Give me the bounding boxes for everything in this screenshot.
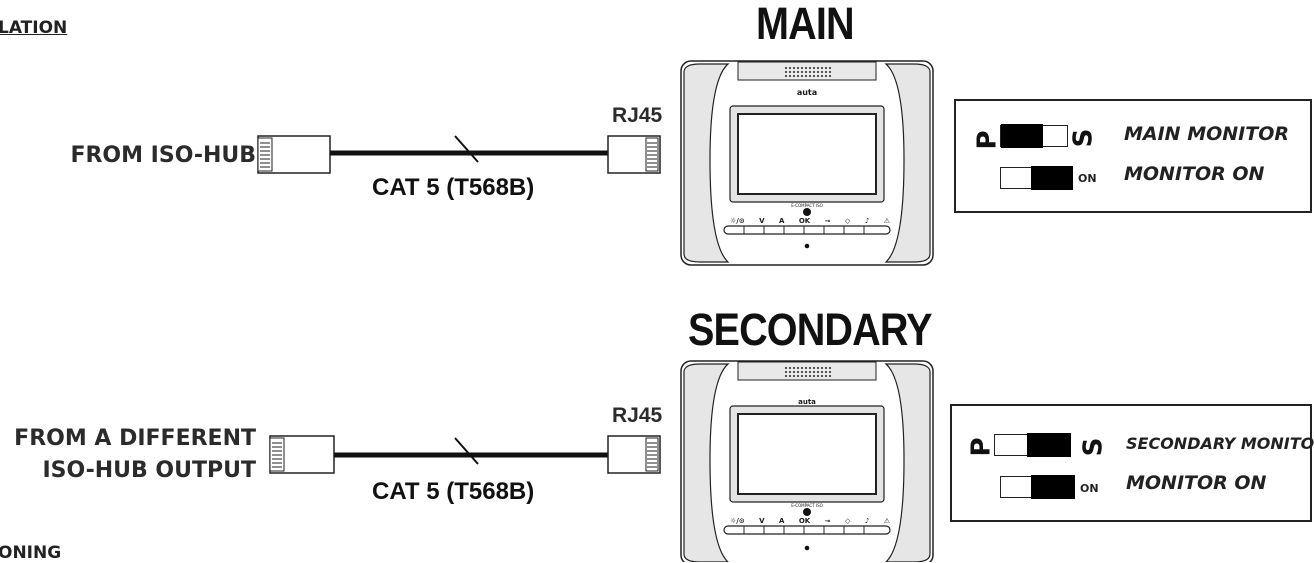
secondary-monitor-button-music-label: ♪ (864, 517, 870, 525)
secondary-monitor-button-ok-label: OK (798, 517, 811, 525)
secondary-monitor: auta E-COMPACT ISO ☼/⊙ V A OK ⊸ ◇ ♪ ⚠ (680, 360, 934, 562)
secondary-switch-row1-description: SECONDARY MONITOR (1126, 434, 1314, 453)
secondary-cable-label: CAT 5 (T568B) (372, 478, 535, 505)
main-monitor-button-bell-label: ⚠ (883, 217, 890, 225)
secondary-switch-p-letter: P (966, 437, 997, 457)
main-left-plug-icon (257, 135, 331, 174)
secondary-monitor-button-down-label: V (759, 517, 765, 525)
main-cable-label: CAT 5 (T568B) (372, 174, 535, 201)
main-rj45-plug-icon (607, 135, 661, 174)
main-monitor-button-up-label: A (779, 217, 785, 225)
main-monitor-button-eye-label: ◇ (844, 217, 851, 225)
secondary-source-label-line2: ISO-HUB OUTPUT (42, 458, 256, 483)
main-monitor-button-labels: ☼/⊙ V A OK ⊸ ◇ ♪ ⚠ (730, 217, 890, 225)
main-monitor-button-power-label: ☼/⊙ (730, 217, 745, 225)
main-dip-switch-2-knob (1031, 166, 1073, 190)
secondary-dip-switch-2[interactable] (1000, 475, 1075, 499)
secondary-dip-switch-2-knob (1031, 475, 1075, 499)
main-monitor-button-down-label: V (759, 217, 765, 225)
secondary-title: SECONDARY (688, 304, 933, 355)
secondary-left-plug-icon (269, 435, 335, 474)
secondary-source-label-line1: FROM A DIFFERENT (14, 426, 256, 451)
main-cable-slash (454, 135, 479, 163)
main-dip-switch-1[interactable] (1000, 124, 1068, 148)
main-cable-diagram (257, 135, 661, 174)
main-monitor-button-ok-label: OK (798, 217, 811, 225)
main-monitor-button-music-label: ♪ (864, 217, 870, 225)
main-monitor-button-key-label: ⊸ (824, 217, 831, 225)
secondary-monitor-brand: auta (798, 398, 816, 406)
main-switch-p-letter: P (972, 130, 1003, 150)
main-switch-panel: P S MAIN MONITOR ON MONITOR ON (954, 99, 1312, 213)
main-monitor-brand: auta (796, 88, 818, 97)
secondary-monitor-button-key-label: ⊸ (824, 517, 831, 525)
main-switch-s-letter: S (1068, 128, 1099, 148)
secondary-monitor-button-power-label: ☼/⊙ (730, 517, 745, 525)
secondary-connector-label: RJ45 (612, 404, 663, 427)
secondary-monitor-button-bell-label: ⚠ (883, 517, 890, 525)
secondary-monitor-model: E-COMPACT ISO (791, 503, 823, 508)
main-dip-switch-2[interactable] (1000, 166, 1073, 190)
main-title: MAIN (756, 0, 855, 49)
main-switch-row2-description: MONITOR ON (1124, 163, 1265, 185)
main-monitor-drawing (680, 60, 934, 266)
main-monitor-model: E-COMPACT ISO (791, 203, 823, 208)
secondary-monitor-button-labels: ☼/⊙ V A OK ⊸ ◇ ♪ ⚠ (730, 517, 890, 525)
secondary-rj45-plug-icon (607, 435, 661, 474)
main-dip-switch-1-knob (1001, 124, 1043, 148)
secondary-switch-row2-description: MONITOR ON (1126, 472, 1267, 494)
secondary-dip-switch-1[interactable] (994, 433, 1071, 457)
main-connector-label: RJ45 (612, 104, 663, 127)
section-header-installation: LATION (0, 18, 68, 38)
secondary-monitor-button-eye-label: ◇ (844, 517, 851, 525)
secondary-switch-on-label: ON (1080, 482, 1099, 495)
secondary-cable-diagram (269, 435, 661, 474)
secondary-switch-panel: P S SECONDARY MONITOR ON MONITOR ON (950, 404, 1314, 522)
main-monitor: auta E-COMPACT ISO ☼/⊙ V A OK ⊸ ◇ ♪ ⚠ (680, 60, 934, 266)
secondary-switch-s-letter: S (1078, 437, 1109, 457)
main-source-label: FROM ISO-HUB (70, 143, 256, 168)
secondary-dip-switch-1-knob (1027, 433, 1071, 457)
section-header-configuration: ONING (0, 543, 62, 563)
main-switch-row1-description: MAIN MONITOR (1124, 123, 1289, 145)
main-switch-on-label: ON (1078, 172, 1097, 185)
secondary-source-label: FROM A DIFFERENT ISO-HUB OUTPUT (14, 423, 256, 487)
secondary-monitor-drawing (680, 360, 934, 562)
secondary-cable-slash (454, 437, 479, 465)
secondary-monitor-button-up-label: A (779, 517, 785, 525)
